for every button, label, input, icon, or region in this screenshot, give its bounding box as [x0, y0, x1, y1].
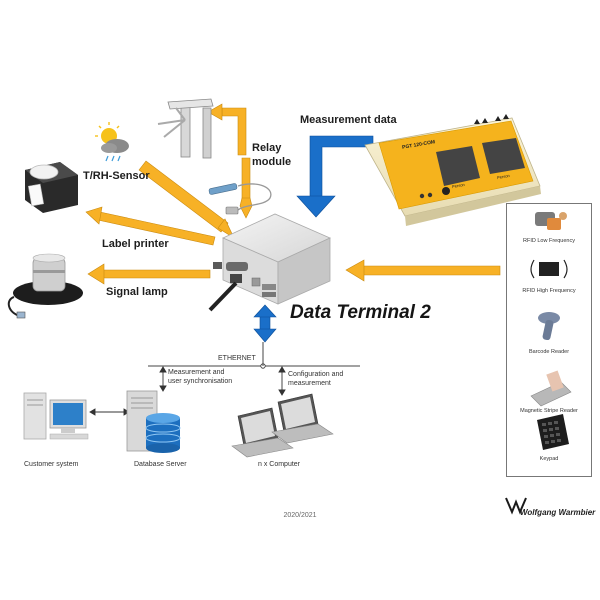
reader-label-barcode: Barcode Reader: [528, 349, 570, 355]
label-printer-icon: [25, 162, 78, 213]
measurement-data-label: Measurement data: [300, 114, 397, 126]
footer-year: 2020/2021: [283, 512, 317, 519]
sync-double-arrow: [159, 366, 167, 392]
signal-lamp-icon: [7, 253, 83, 319]
weather-sensor-icon: [95, 122, 129, 162]
reader-label-rfid-high: RFID High Frequency: [522, 288, 576, 294]
reader-label-keypad: Keypad: [539, 456, 559, 462]
relay-label-line1: Relay: [252, 142, 282, 154]
ethernet-label: ETHERNET: [218, 355, 256, 362]
reader-label-magnetic-stripe: Magnetic Stripe Reader: [520, 408, 578, 414]
laptops-icon: [231, 393, 334, 458]
signal-lamp-label: Signal lamp: [106, 286, 168, 298]
time-terminal-device: [364, 114, 541, 226]
arrow-relay-to-terminal: [239, 157, 253, 219]
customer-system-icon: [23, 392, 89, 440]
arrow-terminal-to-label-printer: [85, 206, 216, 246]
barcode-reader-icon: [538, 312, 560, 341]
arrow-readers-to-terminal: [345, 259, 501, 282]
relay-module-icon: [208, 183, 272, 215]
rfid-low-frequency-icon: [535, 212, 567, 230]
arrow-terminal-to-signal-lamp: [87, 263, 211, 285]
footer-brand: Wolfgang Warmbier: [520, 508, 596, 517]
sync-label-line1: Measurement and: [168, 369, 225, 376]
trh-sensor-label: T/RH-Sensor: [83, 170, 150, 182]
arrow-trh-to-terminal: [138, 160, 235, 239]
arrow-measurement-data: [296, 135, 374, 218]
config-label-line1: Configuration and: [288, 371, 344, 378]
arrow-terminal-to-relay: [207, 103, 247, 156]
config-label-line2: measurement: [288, 380, 331, 387]
database-server-label: Database Server: [134, 461, 187, 468]
data-terminal-device: [208, 213, 331, 312]
wolfgang-warmbier-logo-mark: [505, 497, 527, 515]
reader-devices-panel: RFID Low Frequency RFID High Frequency B…: [506, 203, 592, 477]
reader-label-rfid-low: RFID Low Frequency: [523, 238, 575, 244]
customer-db-double-arrow: [89, 408, 130, 416]
data-terminal-title: Data Terminal 2: [290, 302, 431, 323]
customer-system-label: Customer system: [24, 461, 79, 468]
sync-label-line2: user synchronisation: [168, 378, 233, 385]
keypad-icon: [537, 414, 569, 450]
rfid-high-frequency-icon: [530, 259, 568, 279]
magnetic-stripe-reader-icon: [530, 370, 572, 407]
reader-icons: [530, 212, 572, 450]
turnstile-icon: [157, 98, 214, 159]
computers-label: n x Computer: [258, 461, 301, 468]
label-printer-label: Label printer: [102, 238, 169, 250]
database-server-icon: [126, 390, 181, 453]
config-double-arrow: [278, 366, 286, 396]
arrow-terminal-ethernet: [253, 304, 277, 343]
relay-label-line2: module: [252, 156, 292, 168]
